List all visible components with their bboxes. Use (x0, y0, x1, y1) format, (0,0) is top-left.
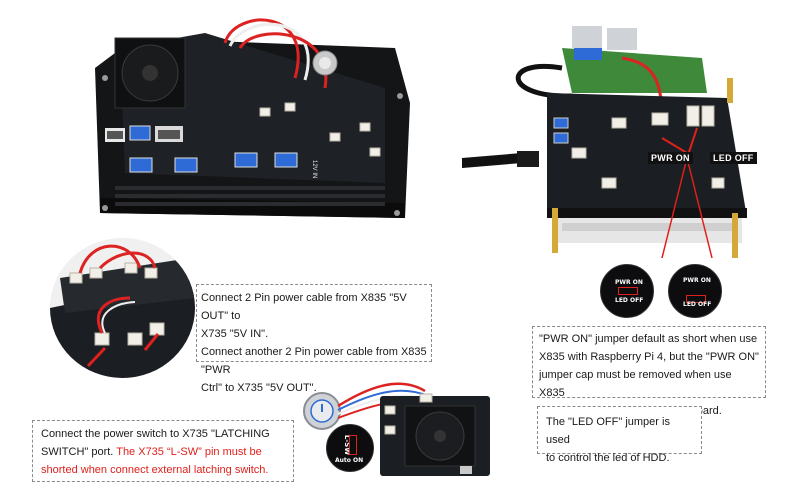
switch-board-photo: L-SW Auto ON (300, 366, 500, 486)
cable-photo (50, 238, 195, 378)
zoom-left-jumper (618, 287, 638, 295)
switch-note-line-2-red: The X735 “L-SW” pin must be (116, 446, 262, 458)
cable-photo-art (50, 238, 195, 378)
zoom-left-pwr-on: PWR ON (615, 279, 643, 286)
auto-on-label: Auto ON (335, 457, 364, 464)
cable-note-line-1: Connect 2 Pin power cable from X835 "5V … (201, 292, 407, 322)
zoom-right-jumper (686, 295, 706, 303)
jumper-zoom-right: PWR ON LED OFF (668, 264, 722, 318)
case-photo: 12V IN (85, 8, 425, 230)
cable-note-line-4: Ctrl" to X735 "5V OUT". (201, 382, 317, 394)
stack-photo-art (457, 26, 747, 259)
pwr-on-note: "PWR ON" jumper default as short when us… (532, 326, 766, 417)
zoom-left-led-off: LED OFF (615, 297, 644, 304)
stack-pwr-on-label: PWR ON (648, 152, 693, 164)
switch-instructions-note: Connect the power switch to X735 "LATCHI… (32, 420, 294, 482)
zoom-right-pwr-on: PWR ON (683, 277, 711, 284)
switch-board-photo-art (303, 382, 490, 476)
pwr-on-note-line-2: X835 with Raspberry Pi 4, but the "PWR O… (539, 351, 759, 363)
jumper-zoom-left: PWR ON LED OFF (600, 264, 654, 318)
case-stamp: 12V IN (311, 160, 317, 179)
cable-note-line-2: X735 "5V IN". (201, 328, 269, 340)
case-photo-art (95, 18, 410, 218)
stack-led-off-label: LED OFF (710, 152, 757, 164)
zoom-right-led-off: LED OFF (683, 301, 712, 308)
switch-note-line-2: SWITCH" port. The X735 “L-SW” pin must b… (41, 443, 285, 461)
switch-note-line-1: Connect the power switch to X735 "LATCHI… (41, 428, 270, 440)
switch-note-line-2-black: SWITCH" port. (41, 446, 117, 458)
pwr-on-note-line-1: "PWR ON" jumper default as short when us… (539, 333, 758, 345)
switch-note-line-3: shorted when connect external latching s… (41, 464, 269, 476)
led-off-note-line-1: The "LED OFF" jumper is used (546, 416, 670, 446)
lsw-jumper (349, 435, 357, 455)
stack-photo: PWR ON LED OFF (457, 18, 762, 259)
led-off-note-line-2: to control the led of HDD. (546, 452, 670, 464)
lsw-zoom: L-SW Auto ON (326, 424, 374, 472)
cable-instructions-note: Connect 2 Pin power cable from X835 "5V … (196, 284, 432, 394)
cable-note-line-3: Connect another 2 Pin power cable from X… (201, 346, 427, 376)
pwr-on-note-line-3: jumper cap must be removed when use X835 (539, 369, 732, 399)
led-off-note: The "LED OFF" jumper is used to control … (537, 406, 702, 464)
